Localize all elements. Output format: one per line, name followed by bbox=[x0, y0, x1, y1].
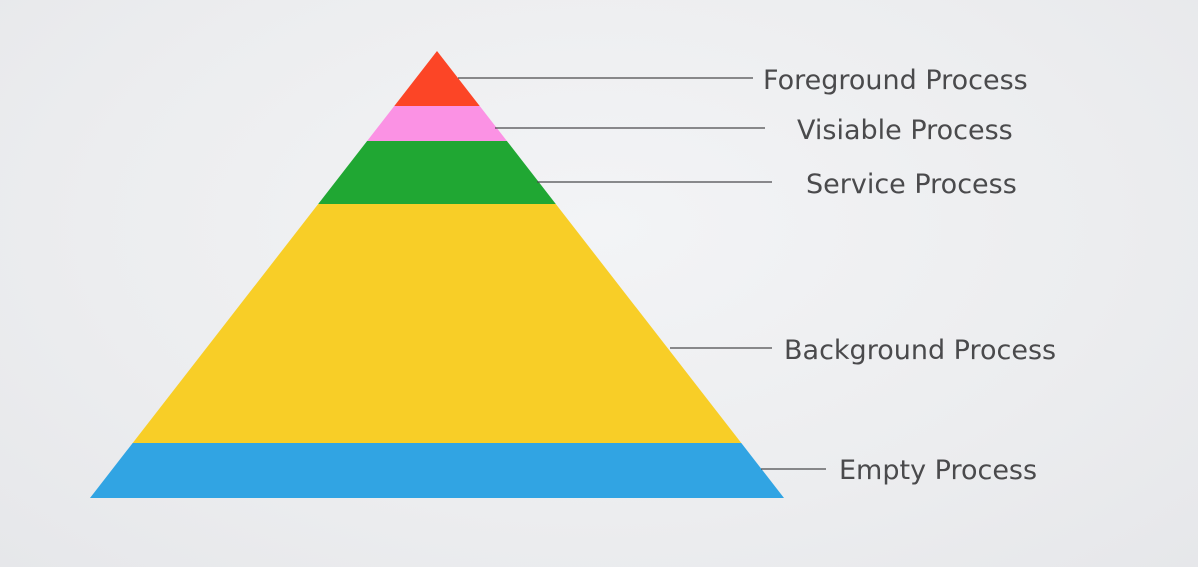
band-background bbox=[132, 204, 742, 443]
label-visiable-process: Visiable Process bbox=[797, 115, 1013, 146]
band-foreground bbox=[394, 51, 480, 106]
band-service bbox=[318, 141, 556, 204]
label-background-process: Background Process bbox=[784, 335, 1056, 366]
label-empty-process: Empty Process bbox=[839, 455, 1037, 486]
label-foreground-process: Foreground Process bbox=[763, 65, 1028, 96]
band-visiable bbox=[367, 106, 507, 141]
label-service-process: Service Process bbox=[806, 169, 1017, 200]
band-empty bbox=[90, 443, 784, 498]
